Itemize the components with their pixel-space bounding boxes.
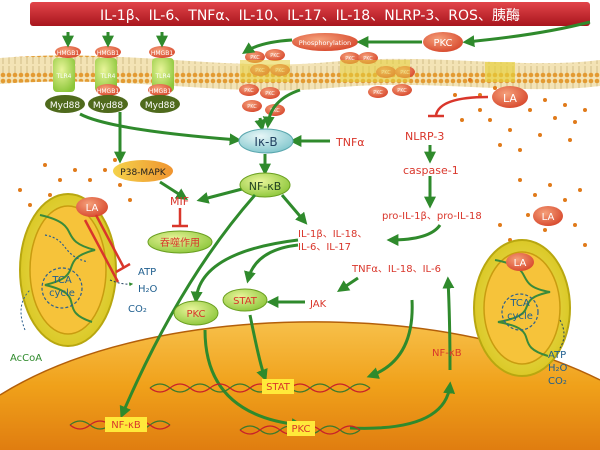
hmgb1-label-4: HMGB1 — [151, 50, 173, 57]
mito-left-atp: ATP — [138, 267, 156, 278]
nfkb-node: NF-κB — [239, 172, 291, 198]
svg-text:PKC: PKC — [363, 56, 373, 62]
middle-arrows — [119, 194, 456, 431]
svg-text:PKC: PKC — [265, 91, 275, 97]
ikb-node: Iκ-B — [238, 128, 294, 154]
pkc-top-node: PKC — [423, 32, 463, 52]
tnfa-il-line: TNFα、IL-18、IL-6 — [351, 264, 441, 275]
phagocytosis-node: 吞噬作用 — [147, 230, 213, 254]
right-mitochondrion: TCA cycle — [473, 239, 571, 377]
svg-text:Phosphorylation: Phosphorylation — [299, 39, 351, 47]
svg-text:PKC: PKC — [397, 88, 407, 94]
left-mitochondrion: LA TCA cycle — [19, 193, 117, 347]
dna-strands — [69, 383, 371, 435]
svg-text:PKC: PKC — [186, 309, 205, 320]
pkc-mid-node: PKC — [173, 300, 219, 326]
hmgb1-label-1: HMGB1 — [57, 50, 79, 57]
mito-left-co2: CO₂ — [128, 304, 147, 315]
mito-left-accoa: AcCoA — [10, 353, 42, 364]
mito-left-cycle: cycle — [49, 288, 75, 299]
svg-text:STAT: STAT — [266, 382, 291, 393]
la-top-node: LA — [492, 86, 528, 108]
mito-left-tca: TCA — [51, 275, 72, 286]
inhibition-lines — [83, 95, 489, 283]
pro-il-label: pro-IL-1β、pro-IL-18 — [382, 211, 482, 222]
mito-right-cycle: cycle — [507, 311, 533, 322]
myd88-label-3: Myd88 — [145, 101, 176, 111]
mito-right-la-top: LA — [533, 206, 563, 226]
svg-text:吞噬作用: 吞噬作用 — [160, 236, 200, 249]
dna-stat-tag: STAT — [262, 379, 294, 394]
svg-text:P38-MAPK: P38-MAPK — [120, 168, 166, 178]
svg-text:PKC: PKC — [270, 108, 280, 114]
cell-membrane — [0, 55, 600, 91]
svg-text:PKC: PKC — [244, 88, 254, 94]
myd88-label-1: Myd88 — [50, 101, 81, 111]
hmgb1-label-2: HMGB1 — [97, 50, 119, 57]
banner-text: IL-1β、IL-6、TNFα、IL-10、IL-17、IL-18、NLRP-3… — [100, 8, 520, 24]
tnfa-label: TNFα — [335, 136, 365, 149]
svg-text:STAT: STAT — [233, 296, 258, 307]
mito-right-co2: CO₂ — [548, 376, 567, 387]
p38-mapk-node: P38-MAPK — [113, 160, 173, 182]
mito-right-tca: TCA — [509, 298, 530, 309]
svg-text:LA: LA — [86, 203, 99, 214]
caspase1-label: caspase-1 — [403, 164, 459, 177]
stat-node: STAT — [222, 288, 268, 312]
mito-left-h2o: H₂O — [138, 284, 158, 295]
nlrp3-label: NLRP-3 — [405, 130, 444, 143]
pkc-cluster: PKC PKC PKC PKC PKC PKC PKC PKC PKC PKC … — [239, 49, 515, 116]
nfkb-right-label: NF-κB — [432, 348, 462, 359]
tlr4-label-3: TLR4 — [155, 73, 171, 80]
svg-text:LA: LA — [514, 258, 527, 269]
mito-right-la-inner: LA — [506, 253, 534, 271]
svg-text:PKC: PKC — [345, 56, 355, 62]
svg-text:PKC: PKC — [433, 38, 452, 49]
svg-text:NF-κB: NF-κB — [111, 420, 141, 431]
tlr4-label-2: TLR4 — [100, 73, 116, 80]
mif-label: MIF — [170, 195, 189, 208]
tlr4-label-1: TLR4 — [56, 73, 72, 80]
hmgb1-label-5: HMGB1 — [149, 88, 171, 95]
svg-text:PKC: PKC — [373, 90, 383, 96]
hmgb1-label-3: HMGB1 — [97, 88, 119, 95]
svg-text:PKC: PKC — [250, 55, 260, 61]
tlr4-receptors: HMGB1 TLR4 HMGB1 TLR4 HMGB1 HMGB1 TLR4 H… — [45, 46, 180, 113]
svg-text:PKC: PKC — [291, 424, 310, 435]
myd88-label-2: Myd88 — [93, 101, 124, 111]
il-list-line1: IL-1β、IL-18、 — [298, 229, 367, 240]
mito-right-atp: ATP — [548, 350, 566, 361]
dna-pkc-tag: PKC — [287, 421, 315, 436]
svg-text:Iκ-B: Iκ-B — [254, 135, 277, 149]
svg-text:NF-κB: NF-κB — [249, 180, 282, 193]
upper-arrows — [79, 20, 591, 246]
jak-label: JAK — [309, 299, 327, 310]
mito-right-h2o: H₂O — [548, 363, 568, 374]
dna-nfkb-tag: NF-κB — [105, 417, 147, 432]
svg-text:PKC: PKC — [247, 104, 257, 110]
il-list-line2: IL-6、IL-17 — [298, 242, 351, 253]
svg-text:LA: LA — [542, 212, 555, 223]
receptor-input-arrows — [62, 32, 168, 48]
svg-text:LA: LA — [503, 92, 517, 105]
svg-text:PKC: PKC — [270, 53, 280, 59]
mito-left-la-node: LA — [76, 197, 108, 217]
phosphorylation-node: Phosphorylation — [292, 33, 358, 51]
cytokine-banner: IL-1β、IL-6、TNFα、IL-10、IL-17、IL-18、NLRP-3… — [30, 2, 590, 26]
